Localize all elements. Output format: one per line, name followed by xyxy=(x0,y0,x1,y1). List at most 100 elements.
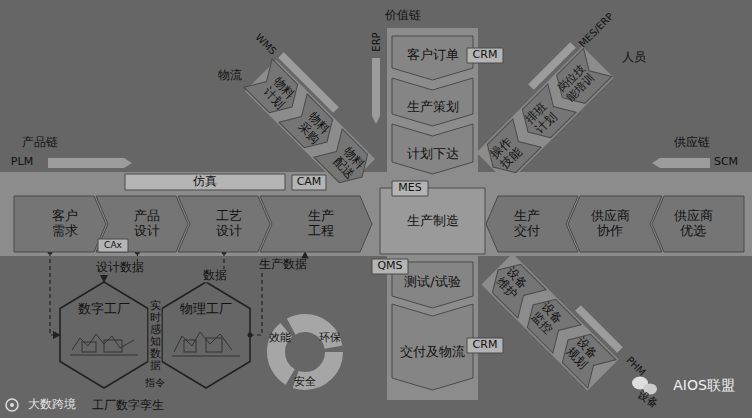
node-text: CRM xyxy=(473,49,498,62)
node-text: 岗位技能培训 xyxy=(555,62,598,105)
factory-hexagon: 物理工厂 xyxy=(162,282,250,388)
node-text: 环保 xyxy=(319,332,341,345)
text-holder: MES xyxy=(392,181,428,196)
flow-label: 指令 xyxy=(145,377,165,388)
node-text: MES xyxy=(398,182,421,195)
text-holder: 物理工厂 xyxy=(162,282,250,388)
cycle-segment: 安全 xyxy=(290,374,320,390)
node-text: 仿真 xyxy=(193,175,217,189)
node-text: 测试/试验 xyxy=(404,275,460,290)
edge-label: 设计数据 xyxy=(94,261,146,274)
text-holder: CRM xyxy=(467,48,503,63)
node-shape xyxy=(260,196,372,252)
group-title: 供应链 xyxy=(674,136,710,149)
node-text: 物料计划 xyxy=(259,74,298,113)
edge-label: 生产数据 xyxy=(257,258,309,271)
cycle-segment: 环保 xyxy=(315,330,345,346)
node-text: 产品设计 xyxy=(133,209,161,239)
group-title: 产品链 xyxy=(22,136,58,149)
system-name: PLM xyxy=(11,156,33,168)
text-holder: 数字工厂 xyxy=(60,282,148,388)
text-holder: CRM xyxy=(467,338,503,353)
node-shape xyxy=(392,78,473,126)
node-text: 排班计划 xyxy=(522,99,561,138)
text-holder: 客户订单 xyxy=(392,33,473,77)
cycle-segment: 效能 xyxy=(265,330,295,346)
node-text: QMS xyxy=(377,260,402,273)
text-holder: 客户需求 xyxy=(19,196,111,252)
text-holder: 供应商协作 xyxy=(563,196,657,252)
node-shape xyxy=(292,175,326,190)
node-shape xyxy=(392,181,428,196)
node-shape xyxy=(554,326,616,388)
node-text: 计划下达 xyxy=(407,147,459,162)
group-title: 物流 xyxy=(218,69,242,82)
process-chevron: 供应商协作 xyxy=(568,196,662,252)
node-shape xyxy=(125,174,285,190)
node-outline xyxy=(162,282,250,388)
text-holder: 生产策划 xyxy=(392,83,473,131)
node-text: 工艺设计 xyxy=(215,209,243,239)
text-holder: 设备规划 xyxy=(550,322,612,384)
node-text: 物料采购 xyxy=(294,109,333,148)
system-tag: CRM xyxy=(467,338,503,353)
watermark: AIOS联盟 xyxy=(673,378,735,393)
node-text: 安全 xyxy=(294,376,316,389)
node-shape xyxy=(652,196,744,252)
arm-chevron: 岗位技能培训 xyxy=(548,48,612,112)
system-name: SCM xyxy=(714,156,738,168)
system-tag: CRM xyxy=(467,48,503,63)
node-shape xyxy=(372,259,408,274)
node-shape xyxy=(392,304,473,390)
node-text: 设备维护 xyxy=(492,264,531,303)
node-text: 设备规划 xyxy=(562,334,601,373)
text-holder: CAM xyxy=(292,175,326,190)
node-shape xyxy=(392,36,473,80)
node-shape xyxy=(98,239,128,252)
process-chevron: 生产工程 xyxy=(260,196,372,252)
process-chevron: 计划下达 xyxy=(392,124,473,174)
system-tag: CAx xyxy=(98,239,128,252)
text-holder: 物料计划 xyxy=(247,62,309,124)
node-text: 客户需求 xyxy=(51,209,79,239)
node-text: 物理工厂 xyxy=(180,302,232,317)
system-bar: 仿真 xyxy=(125,174,285,190)
caption-label: 工厂数字孪生 xyxy=(92,399,164,412)
system-tag: MES xyxy=(392,181,428,196)
node-shape xyxy=(467,338,503,353)
text-holder: 环保 xyxy=(315,330,345,346)
node-text: 供应商协作 xyxy=(589,209,631,239)
edge-label: 数据 xyxy=(201,269,229,282)
system-name: WMS xyxy=(253,31,278,56)
node-text: 客户订单 xyxy=(407,48,459,63)
process-chevron: 供应商优选 xyxy=(652,196,744,252)
node-text: 生产工程 xyxy=(307,209,335,239)
node-text: CAM xyxy=(297,176,322,189)
arm-chevron: 设备规划 xyxy=(554,326,616,388)
node-text: 效能 xyxy=(269,332,291,345)
node-shape xyxy=(60,282,148,388)
flow-label: 实时感知数据 xyxy=(149,299,162,374)
node-text: 生产制造 xyxy=(407,214,459,229)
text-holder: 生产工程 xyxy=(265,196,377,252)
node-text: 生产交付 xyxy=(513,209,541,239)
node-text: 设备监控 xyxy=(527,299,566,338)
text-holder: 仿真 xyxy=(125,174,285,190)
arm-chevron: 物料计划 xyxy=(244,59,306,121)
text-holder: 生产交付 xyxy=(481,196,573,252)
node-shape xyxy=(14,196,106,252)
process-chevron: 客户需求 xyxy=(14,196,106,252)
system-tag: CAM xyxy=(292,175,326,190)
text-holder: 计划下达 xyxy=(392,129,473,179)
node-text: 供应商优选 xyxy=(672,209,714,239)
node-shape xyxy=(548,48,612,112)
text-holder: QMS xyxy=(372,259,408,274)
text-holder: CAx xyxy=(98,239,128,252)
node-shape xyxy=(392,124,473,174)
text-holder: 工艺设计 xyxy=(183,196,275,252)
node-shape xyxy=(279,94,341,156)
process-chevron: 客户订单 xyxy=(392,36,473,80)
process-chevron: 生产策划 xyxy=(392,78,473,126)
text-holder: 供应商优选 xyxy=(647,196,739,252)
